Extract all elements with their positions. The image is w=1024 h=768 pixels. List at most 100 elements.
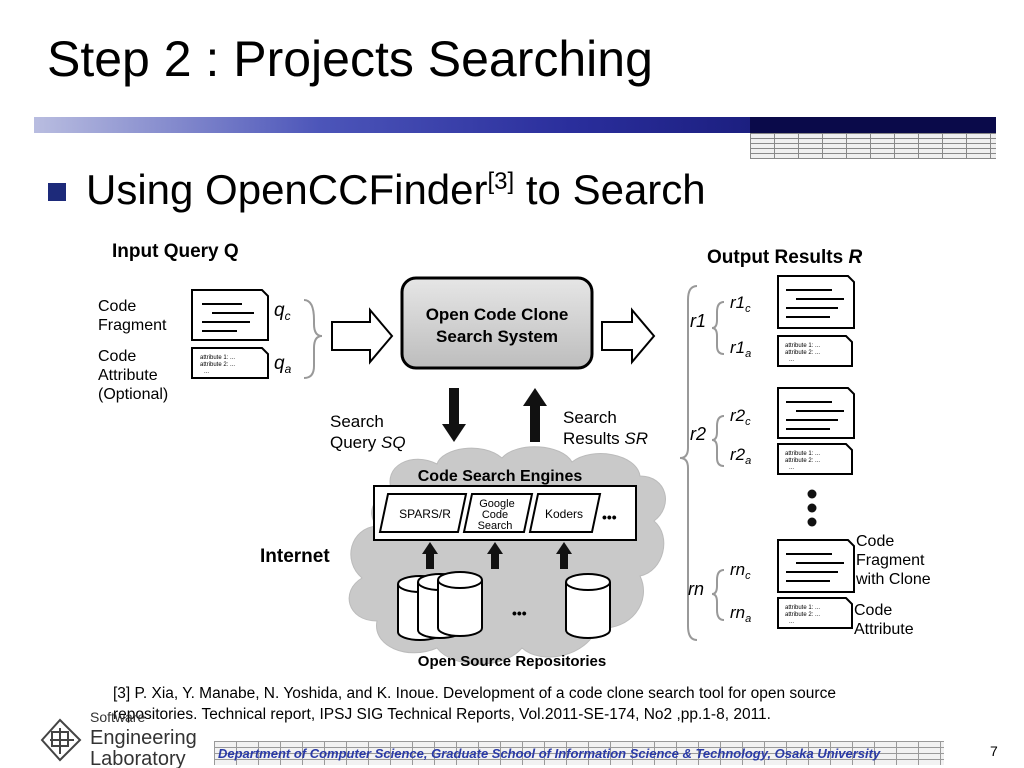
r1c-label: r1c [730, 293, 751, 315]
qc-label: qc [274, 300, 291, 323]
r1-label: r1 [690, 311, 706, 331]
bullet-citation: [3] [487, 168, 515, 195]
code-fragment-label-2: Fragment [98, 317, 167, 334]
decorative-grid [750, 133, 996, 159]
search-query-label-1: Search [330, 412, 384, 431]
r2-label: r2 [690, 424, 706, 444]
query-attribute-doc: attribute 1: ... attribute 2: ... ... [191, 347, 269, 379]
reference-line-2: repositories. Technical report, IPSJ SIG… [113, 706, 771, 723]
clone-label-3: with Clone [855, 571, 931, 588]
bullet-tail: to Search [514, 166, 706, 213]
bullet-square-icon [48, 183, 66, 201]
up-arrow-icon [523, 388, 547, 442]
rn-code-doc [777, 539, 855, 593]
svg-text:Search: Search [478, 520, 513, 532]
svg-text:attribute 2: ...: attribute 2: ... [785, 612, 820, 618]
svg-text:Koders: Koders [545, 507, 583, 521]
title-underline-dark-segment [750, 117, 996, 133]
svg-text:Code: Code [482, 509, 508, 521]
query-code-fragment-doc [191, 289, 269, 341]
r2c-label: r2c [730, 406, 751, 428]
system-line-2: Search System [436, 327, 558, 346]
r2-brace [711, 415, 725, 467]
arrow-system-to-results [601, 307, 656, 365]
results-brace [679, 285, 698, 641]
r2-code-doc [777, 387, 855, 439]
repo-ellipsis: ••• [512, 605, 527, 621]
engines-heading: Code Search Engines [418, 468, 583, 485]
reference-citation: [3] P. Xia, Y. Manabe, N. Yoshida, and K… [113, 683, 933, 725]
svg-text:...: ... [789, 619, 794, 625]
svg-text:attribute 1: ...: attribute 1: ... [785, 451, 820, 457]
sel-logo: Software Engineering Laboratory [40, 712, 197, 768]
r1a-label: r1a [730, 338, 751, 360]
down-arrow-icon [442, 388, 466, 442]
svg-text:attribute 1: ...: attribute 1: ... [785, 343, 820, 349]
repo-up-arrow-1 [422, 542, 438, 569]
slide-title: Step 2 : Projects Searching [47, 31, 653, 87]
r2a-label: r2a [730, 445, 751, 467]
engine-spars: SPARS/R [378, 493, 468, 533]
opencc-diagram: Input Query Q Output Results R Code Frag… [98, 241, 931, 670]
qa-label: qa [274, 353, 292, 376]
query-attr-line-1: attribute 1: ... [200, 355, 235, 361]
search-results-label-2: Results SR [563, 429, 648, 448]
reference-line-1: [3] P. Xia, Y. Manabe, N. Yoshida, and K… [113, 685, 836, 702]
code-attr-label-2: Attribute [98, 367, 158, 384]
input-query-heading: Input Query Q [112, 241, 239, 262]
svg-text:Google: Google [479, 498, 514, 510]
title-underline-bar [34, 117, 750, 133]
repo-up-arrow-2 [487, 542, 503, 569]
output-heading-prefix: Output Results [707, 247, 848, 268]
arrow-query-to-system [331, 307, 394, 365]
clone-label-2: Fragment [856, 552, 925, 569]
code-attribute-label-2: Attribute [854, 621, 914, 638]
svg-text:...: ... [789, 357, 794, 363]
svg-text:...: ... [789, 465, 794, 471]
results-vertical-ellipsis [807, 489, 817, 527]
output-results-heading: Output Results R [707, 247, 862, 268]
search-query-label-2: Query SQ [330, 433, 406, 452]
rna-label: rna [730, 603, 751, 625]
bullet-main: Using OpenCCFinder [86, 166, 488, 213]
svg-text:attribute 2: ...: attribute 2: ... [785, 458, 820, 464]
output-heading-var: R [848, 247, 862, 268]
logo-line-1: Software [90, 712, 145, 725]
code-attr-label-3: (Optional) [98, 386, 168, 403]
rnc-label: rnc [730, 560, 751, 582]
search-results-label-1: Search [563, 408, 617, 427]
page-number: 7 [990, 743, 998, 759]
repo-cylinder-3 [437, 571, 483, 637]
engines-ellipsis: ••• [602, 509, 617, 525]
repos-label: Open Source Repositories [418, 653, 606, 670]
footer-department: Department of Computer Science, Graduate… [218, 746, 881, 761]
svg-text:attribute 2: ...: attribute 2: ... [785, 350, 820, 356]
rn-attr-doc: attribute 1: ... attribute 2: ... ... [777, 597, 853, 629]
internet-label: Internet [260, 546, 330, 567]
footer-band [214, 741, 944, 765]
svg-text:attribute 1: ...: attribute 1: ... [785, 605, 820, 611]
clone-label-1: Code [856, 533, 894, 550]
r2-attr-doc: attribute 1: ... attribute 2: ... ... [777, 443, 853, 475]
code-fragment-label-1: Code [98, 298, 136, 315]
engine-google-code-search: Google Code Search [462, 493, 534, 533]
engine-koders: Koders [528, 493, 602, 533]
repo-up-arrow-3 [556, 542, 572, 569]
code-attribute-label-1: Code [854, 602, 892, 619]
code-attr-label-1: Code [98, 348, 136, 365]
query-attr-line-3: ... [204, 369, 209, 375]
r1-brace [711, 301, 725, 355]
r1-attr-doc: attribute 1: ... attribute 2: ... ... [777, 335, 853, 367]
query-attr-line-2: attribute 2: ... [200, 362, 235, 368]
sel-logo-icon [40, 718, 82, 762]
r1-code-doc [777, 275, 855, 329]
input-brace [303, 299, 323, 379]
system-line-1: Open Code Clone [426, 305, 569, 324]
repo-cylinder-4 [565, 573, 611, 639]
logo-line-3: Laboratory [90, 748, 186, 768]
rn-brace [711, 569, 725, 621]
rn-label: rn [688, 579, 704, 599]
search-system-box [400, 276, 594, 370]
logo-line-2: Engineering [90, 727, 197, 749]
svg-text:SPARS/R: SPARS/R [399, 507, 451, 521]
